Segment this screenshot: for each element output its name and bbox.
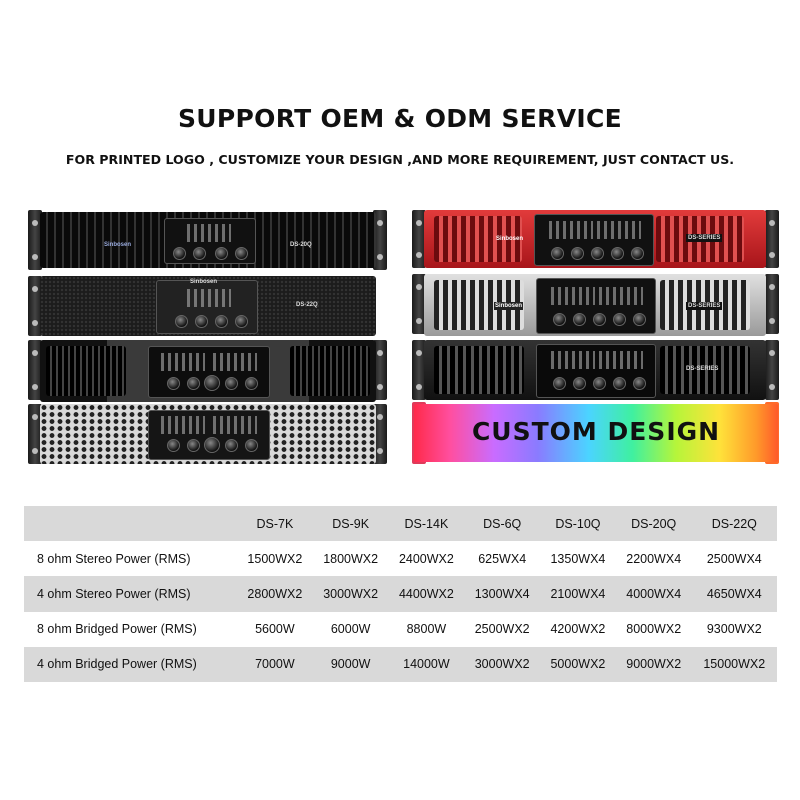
table-cell: 15000WX2 <box>691 646 777 682</box>
amplifier-unit-1: Sinbosen DS-20Q <box>40 212 376 268</box>
table-header-cell: DS-10Q <box>540 506 616 542</box>
control-panel <box>534 214 654 266</box>
model-label: DS-20Q <box>290 242 312 248</box>
rack-ear <box>373 340 387 400</box>
rack-ear <box>412 274 426 334</box>
rack-ear <box>765 210 779 268</box>
rack-ear <box>28 276 42 336</box>
table-cell: 1800WX2 <box>323 551 379 566</box>
rack-ear <box>373 210 387 270</box>
model-label: DS-SERIES <box>686 302 723 310</box>
page-title: SUPPORT OEM & ODM SERVICE <box>178 104 622 133</box>
table-cell: 9300WX2 <box>706 622 762 637</box>
table-header-cell: DS-9K <box>312 506 389 542</box>
table-cell: 3000WX2 <box>312 576 389 612</box>
row-label: 8 ohm Bridged Power (RMS) <box>37 622 197 637</box>
rack-ear <box>28 210 42 270</box>
table-cell: 7000W <box>237 646 313 682</box>
table-cell: 625WX4 <box>478 551 527 566</box>
model-label: DS-22Q <box>296 302 318 308</box>
table-header-corner <box>24 506 237 542</box>
row-label: 4 ohm Stereo Power (RMS) <box>24 576 237 612</box>
table-cell: 1350WX4 <box>550 551 606 566</box>
page-subtitle: FOR PRINTED LOGO , CUSTOMIZE YOUR DESIGN… <box>65 152 735 167</box>
table-cell: 2500WX4 <box>706 551 762 566</box>
table-cell: 8000WX2 <box>626 622 682 637</box>
custom-design-banner: CUSTOM DESIGN <box>414 404 778 462</box>
model-label: DS-SERIES <box>686 366 719 372</box>
rack-ear <box>765 340 779 400</box>
table-cell: 4650WX4 <box>691 576 777 612</box>
table-cell: 2400WX2 <box>398 551 454 566</box>
rack-ear <box>373 404 387 464</box>
control-panel <box>536 344 656 398</box>
amplifier-silver: Sinbosen DS-SERIES <box>424 274 766 336</box>
brand-logo: Sinbosen <box>494 302 524 310</box>
table-header-cell: DS-20Q <box>615 506 692 542</box>
amplifier-unit-3 <box>40 340 376 402</box>
amplifier-unit-2: Sinbosen DS-22Q <box>40 276 376 336</box>
table-row: 8 ohm Stereo Power (RMS) 1500WX2 1800WX2… <box>24 541 777 576</box>
table-cell: 9000WX2 <box>615 646 692 682</box>
table-cell: 2800WX2 <box>237 576 313 612</box>
table-cell: 4200WX2 <box>550 622 606 637</box>
amplifier-red: Sinbosen DS-SERIES <box>424 210 766 268</box>
table-cell: 5000WX2 <box>540 646 616 682</box>
row-label: 8 ohm Stereo Power (RMS) <box>37 551 191 566</box>
brand-logo: Sinbosen <box>190 279 218 285</box>
table-cell: 6000W <box>330 622 371 637</box>
table-row: 8 ohm Bridged Power (RMS) 5600W 6000W 88… <box>24 612 777 647</box>
model-label: DS-SERIES <box>686 234 723 242</box>
rack-ear <box>28 340 42 400</box>
table-header-cell: DS-22Q <box>691 506 777 542</box>
table-cell: 4000WX4 <box>615 576 692 612</box>
table-header-cell: DS-14K <box>388 506 465 542</box>
table-header-cell: DS-7K <box>237 506 313 542</box>
table-header-cell: DS-6Q <box>464 506 541 542</box>
table-cell: 3000WX2 <box>464 646 541 682</box>
rack-ear <box>412 340 426 400</box>
table-cell: 2200WX4 <box>626 551 682 566</box>
control-panel <box>164 218 256 264</box>
table-cell: 4400WX2 <box>388 576 465 612</box>
table-cell: 5600W <box>255 622 295 637</box>
control-panel <box>148 410 270 460</box>
brand-logo: Sinbosen <box>496 236 524 242</box>
rack-ear <box>412 210 426 268</box>
spec-table: DS-7K DS-9K DS-14K DS-6Q DS-10Q DS-20Q D… <box>24 506 777 682</box>
custom-design-label: CUSTOM DESIGN <box>471 417 721 446</box>
amplifier-black: DS-SERIES <box>424 340 766 400</box>
table-cell: 1500WX2 <box>247 551 303 566</box>
control-panel <box>536 278 656 334</box>
table-cell: 2500WX2 <box>474 622 530 637</box>
table-cell: 8800W <box>406 622 447 637</box>
rack-ear <box>765 274 779 334</box>
brand-logo: Sinbosen <box>104 242 132 248</box>
control-panel <box>156 280 258 334</box>
table-cell: 14000W <box>388 646 465 682</box>
table-cell: 2100WX4 <box>540 576 616 612</box>
amplifier-unit-4 <box>40 404 376 464</box>
table-row: 4 ohm Bridged Power (RMS) 7000W 9000W 14… <box>24 646 777 682</box>
row-label: 4 ohm Bridged Power (RMS) <box>24 646 237 682</box>
table-cell: 1300WX4 <box>464 576 541 612</box>
table-row: 4 ohm Stereo Power (RMS) 2800WX2 3000WX2… <box>24 576 777 612</box>
table-header-row: DS-7K DS-9K DS-14K DS-6Q DS-10Q DS-20Q D… <box>24 506 777 542</box>
rack-ear <box>28 404 42 464</box>
control-panel <box>148 346 270 398</box>
table-cell: 9000W <box>312 646 389 682</box>
